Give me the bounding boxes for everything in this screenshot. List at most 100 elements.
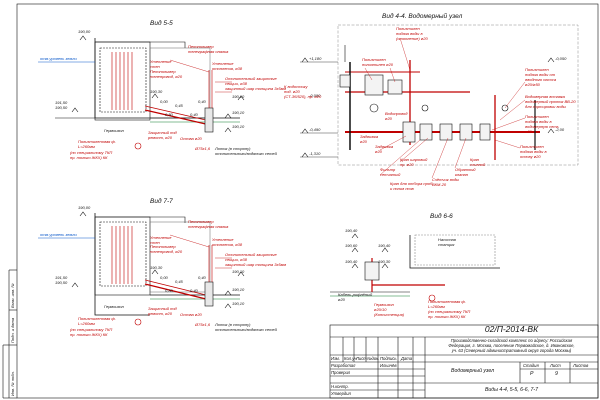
callout: Полиэтиленовая ф. <box>78 316 116 321</box>
callout: Отопительный защитные <box>225 252 277 257</box>
dim-label: 0,40 <box>190 288 198 293</box>
elev-label: 190,10 <box>232 124 245 129</box>
callout: ø20/10 <box>374 307 387 312</box>
callout: телеграфная опалка <box>188 224 229 229</box>
level-label: -1,310 <box>309 151 321 156</box>
level-label: -0,050 <box>555 56 567 61</box>
role-approver: Утвердил <box>331 391 351 396</box>
callout: Гермоизол <box>374 302 394 307</box>
callout: ø20 <box>375 149 382 154</box>
callout: телеграфная опалка <box>188 49 229 54</box>
callout: Гермоизол <box>104 128 124 133</box>
callout: подача воды в <box>396 31 423 36</box>
callout: Ø75x1,6 <box>195 146 211 151</box>
callout: секции, ø38 <box>225 257 247 262</box>
callout: пр. только ЖКХ) КК <box>70 155 108 160</box>
elev-label: 190,30 <box>150 265 163 270</box>
view-7-7-title: Вид 7-7 <box>150 198 173 205</box>
sheets-header: Листов <box>573 363 589 368</box>
callout: Утепление <box>212 237 234 242</box>
view-4-4-title: Вид 4-4. Водомерный узел <box>382 13 463 20</box>
callout: Полиэтиленовая ф. <box>428 299 466 304</box>
elev-label: 190,10 <box>232 110 245 115</box>
dim-label: 0,45 <box>175 103 183 108</box>
elev-label: 190,50 <box>55 280 68 285</box>
callout: пр. только ЖКХ) КК <box>428 314 466 319</box>
callout: К водостоку <box>284 84 308 89</box>
elev-label: 190,30 <box>150 89 163 94</box>
callout: Основа ø20 <box>180 136 202 141</box>
elev-label: 191,50 <box>55 100 68 105</box>
callout: (отопление) ø20 <box>396 36 428 41</box>
room-label: Насосная <box>438 237 456 242</box>
callout: Гермоизол <box>104 304 124 309</box>
view-6-6-title: Вид 6-6 <box>430 213 453 220</box>
elev-label: 190,10 <box>232 301 245 306</box>
title-block <box>329 324 599 399</box>
room-label: станция <box>438 242 455 247</box>
role-developer: Разработал <box>331 363 356 368</box>
callout: телепровод, ø20 <box>150 74 183 79</box>
callout: ВКМ-20 <box>432 182 447 187</box>
elev-label: 190,40 <box>345 228 358 233</box>
callout: L=260мм <box>78 144 95 149</box>
callout: для сортировки воды <box>525 104 566 109</box>
dim-label: 0,00 <box>160 275 168 280</box>
callout: Защитный под <box>148 130 177 135</box>
callout: отопительного/водяного сетей <box>215 327 277 332</box>
callout: Кран для отбора проб <box>390 181 433 186</box>
callout: Задвижка <box>375 144 394 149</box>
view-7-7 <box>38 211 245 326</box>
callout: и полив почв <box>390 186 414 191</box>
callout: (Консистенция) <box>374 312 405 317</box>
side-label-replaced: Взам. инв. № <box>10 283 15 308</box>
callout: Счётчик воды <box>432 177 460 182</box>
role-norm-control: Н.контр. <box>331 384 349 389</box>
role-checker: Проверил <box>331 370 351 375</box>
developer-name: Ильичёв <box>380 363 397 368</box>
sheet-value: 9 <box>555 371 558 377</box>
elev-label: 190,60 <box>345 243 358 248</box>
callout: пр. ø20 <box>400 162 414 167</box>
col-header-kol: Кол.уч <box>344 356 357 361</box>
callout: ø20/ø50 <box>525 82 540 87</box>
sheet-title: Виды 4-4, 5-5, 6-6, 7-7 <box>484 387 539 393</box>
callout: основу ø20 <box>520 154 541 159</box>
sheet-header: Лист <box>550 363 561 368</box>
callout: ø20 <box>338 297 345 302</box>
elev-label: 190,00 <box>78 205 91 210</box>
view-4-4 <box>300 24 579 179</box>
callout: Пенополимер <box>188 219 214 224</box>
callout: Полиэтилен <box>525 67 549 72</box>
view-5-5-title: Вид 5-5 <box>150 20 173 27</box>
callout: Лоток (в сторону) <box>215 322 251 327</box>
callout: подача воды в <box>520 149 547 154</box>
callout: Кабель-рифлёный <box>338 292 373 297</box>
callout: (по специальному ТКП <box>428 309 471 314</box>
drawing-code: 02/П-2014-ВК <box>484 324 539 334</box>
elev-label: 190,30 <box>378 259 391 264</box>
col-header-list: Лист <box>356 356 367 361</box>
elev-label: 190,10 <box>232 94 245 99</box>
elev-label: 190,00 <box>78 29 91 34</box>
callout: Кран шаровый <box>400 157 428 162</box>
elev-label: 190,40 <box>345 259 358 264</box>
callout: Полиэтилен <box>520 144 544 149</box>
callout: Водомерная вставка <box>525 94 565 99</box>
callout: Обратный <box>455 167 476 172</box>
callout: Кран <box>470 157 480 162</box>
dim-label: 0,80 <box>165 288 173 293</box>
callout: Ø75x1,6 <box>195 322 211 327</box>
callout: Водопровод <box>385 111 408 116</box>
callout: водомерный проток ВВ-20 <box>525 99 576 104</box>
callout: Полиэтилен <box>396 26 420 31</box>
callout: Полиэтилен <box>525 114 549 119</box>
ground-level-label: отм.уровень земли <box>40 232 77 237</box>
level-label: -2,00 <box>555 127 565 132</box>
view-6-6 <box>330 233 500 302</box>
callout: водомерную сеть <box>525 124 559 129</box>
level-label: +1,180 <box>309 56 322 61</box>
callout: Отопительный защитные <box>225 76 277 81</box>
stage-value: Р <box>530 371 534 377</box>
callout: полиэтилен ø20 <box>362 62 394 67</box>
